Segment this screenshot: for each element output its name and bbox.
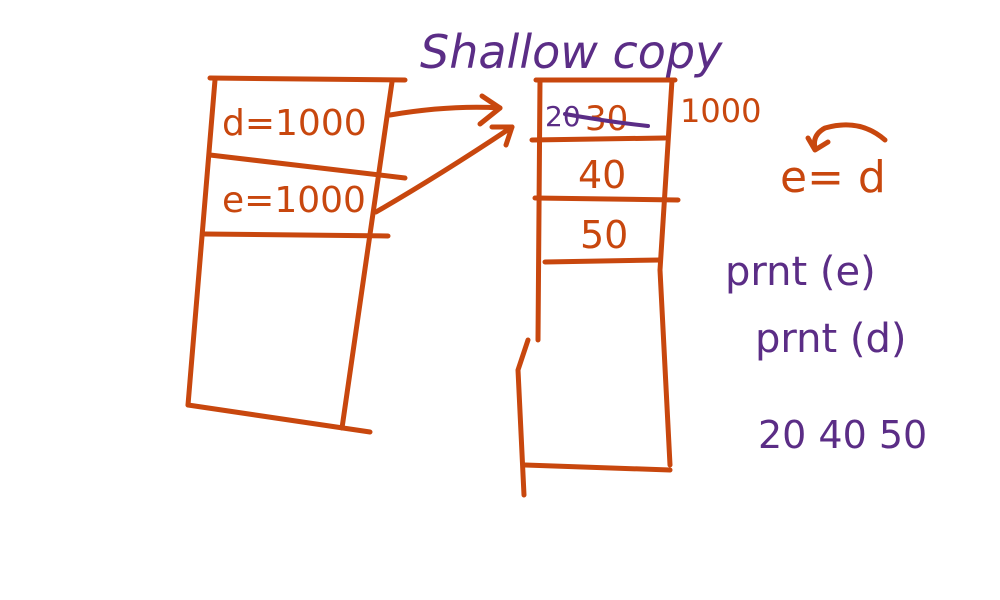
strike-through-mark xyxy=(563,112,650,128)
stack-var-d: d=1000 xyxy=(222,103,367,144)
stack-frame xyxy=(185,75,408,435)
curved-arrow-icon xyxy=(812,122,888,151)
assignment-note: e= d xyxy=(780,152,886,203)
heap-address-label: 1000 xyxy=(680,92,761,130)
arrow-d-to-heap xyxy=(387,93,503,127)
heap-cell-2-value: 40 xyxy=(578,153,626,197)
arrow-e-to-heap xyxy=(373,124,515,215)
heap-cell-3-value: 50 xyxy=(580,213,628,257)
print-e-note: prnt (e) xyxy=(725,249,876,295)
diagram-title: Shallow copy xyxy=(420,25,723,79)
output-values-note: 20 40 50 xyxy=(758,413,927,457)
print-d-note: prnt (d) xyxy=(755,316,906,362)
stack-var-e: e=1000 xyxy=(222,180,366,221)
heap-frame xyxy=(515,77,681,498)
